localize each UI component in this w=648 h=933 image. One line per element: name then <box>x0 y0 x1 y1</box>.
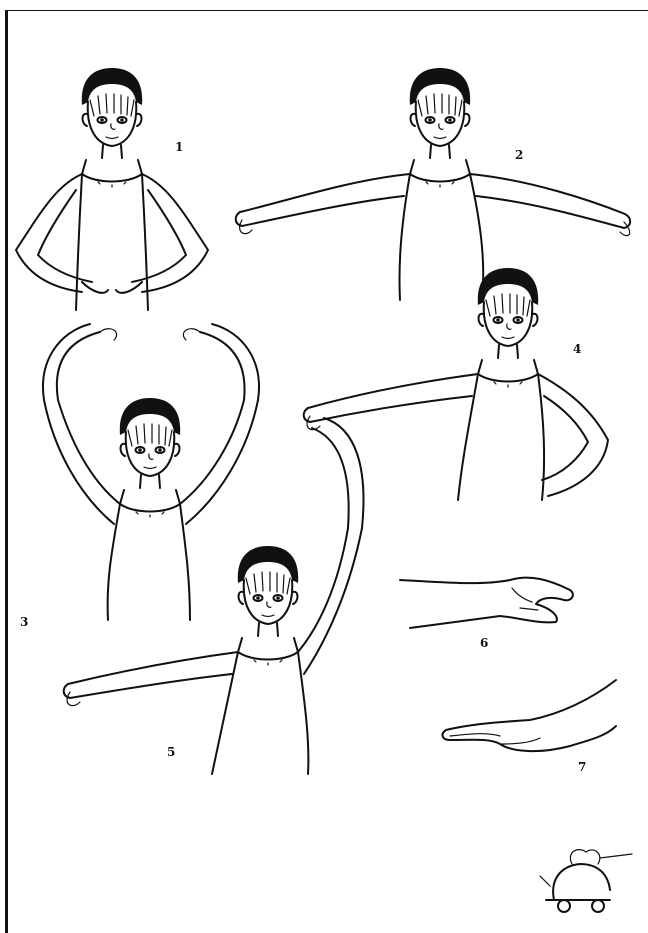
figure-2-dancer <box>236 68 630 300</box>
figure-label-7: 7 <box>578 760 586 774</box>
figure-label-4: 4 <box>573 342 581 356</box>
figure-label-3: 3 <box>20 615 28 629</box>
lion-cart-icon <box>540 850 632 912</box>
figure-7-hand <box>443 680 616 751</box>
figure-3-dancer <box>43 324 259 620</box>
figure-4-dancer <box>304 268 608 500</box>
figure-label-1: 1 <box>175 140 183 154</box>
figure-6-hand <box>400 578 573 628</box>
figure-label-2: 2 <box>515 148 523 162</box>
figure-1-dancer <box>16 68 208 310</box>
figure-label-5: 5 <box>167 745 175 759</box>
figure-label-6: 6 <box>480 636 488 650</box>
